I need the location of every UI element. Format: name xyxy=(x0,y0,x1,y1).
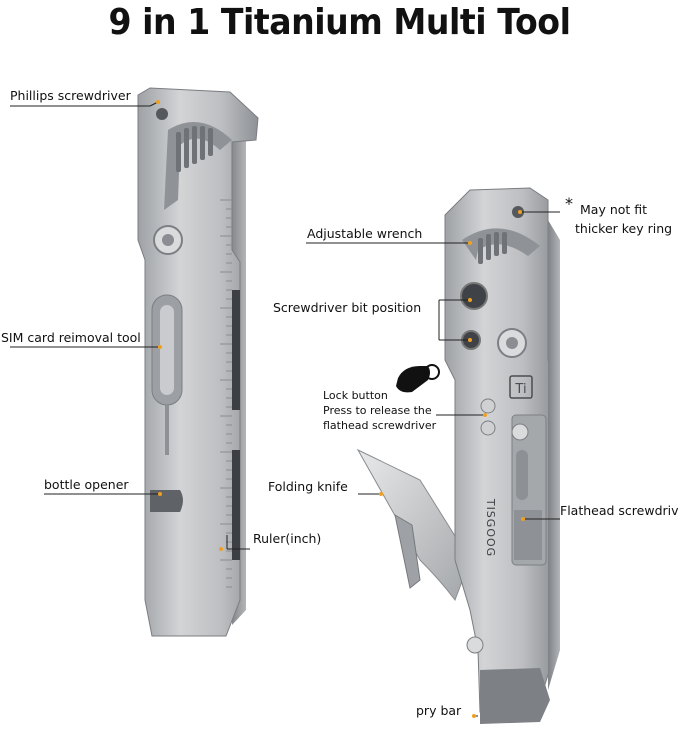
bit-hole-large xyxy=(460,282,488,310)
callout-dots xyxy=(156,100,525,718)
keyring-hole xyxy=(156,108,168,120)
lock-line2: flathead screwdriver xyxy=(323,419,437,432)
label-sim-tool: SIM card reimoval tool xyxy=(1,330,141,345)
lock-button-top xyxy=(480,398,496,414)
closed-multitool xyxy=(137,87,259,637)
callout-leaders xyxy=(10,101,560,717)
label-lock-button: Lock button Press to release the flathea… xyxy=(323,388,436,433)
open-multitool: Ti TISGOOG xyxy=(356,187,560,724)
label-ruler: Ruler(inch) xyxy=(253,531,322,546)
keyring-line1: May not fit xyxy=(580,202,648,217)
pry-bar xyxy=(480,668,550,724)
bottle-opener-notch xyxy=(150,490,183,512)
label-phillips-screwdriver: Phillips screwdriver xyxy=(10,88,131,103)
label-keyring-note: May not fit thicker key ring xyxy=(575,200,672,238)
keyring-star: * xyxy=(565,194,573,213)
ruler-ticks xyxy=(220,199,232,588)
lock-button-bottom xyxy=(480,420,496,436)
page-title: 9 in 1 Titanium Multi Tool xyxy=(108,2,571,43)
flathead-tip xyxy=(514,510,542,560)
label-adjustable-wrench: Adjustable wrench xyxy=(307,226,423,241)
label-bit-position: Screwdriver bit position xyxy=(273,300,422,315)
lock-line1: Press to release the xyxy=(323,404,432,417)
label-folding-knife: Folding knife xyxy=(268,479,348,494)
lock-title: Lock button xyxy=(323,389,388,402)
finger-press-icon xyxy=(396,364,440,393)
wrench-teeth xyxy=(176,126,213,172)
label-bottle-opener: bottle opener xyxy=(44,477,129,492)
brand-engraving: TISGOOG xyxy=(484,498,497,557)
ti-badge xyxy=(509,375,533,399)
label-pry-bar: pry bar xyxy=(416,703,462,718)
keyring-line2: thicker key ring xyxy=(575,221,673,236)
ti-badge-text: Ti xyxy=(514,382,526,397)
label-flathead: Flathead screwdriver xyxy=(560,503,679,518)
